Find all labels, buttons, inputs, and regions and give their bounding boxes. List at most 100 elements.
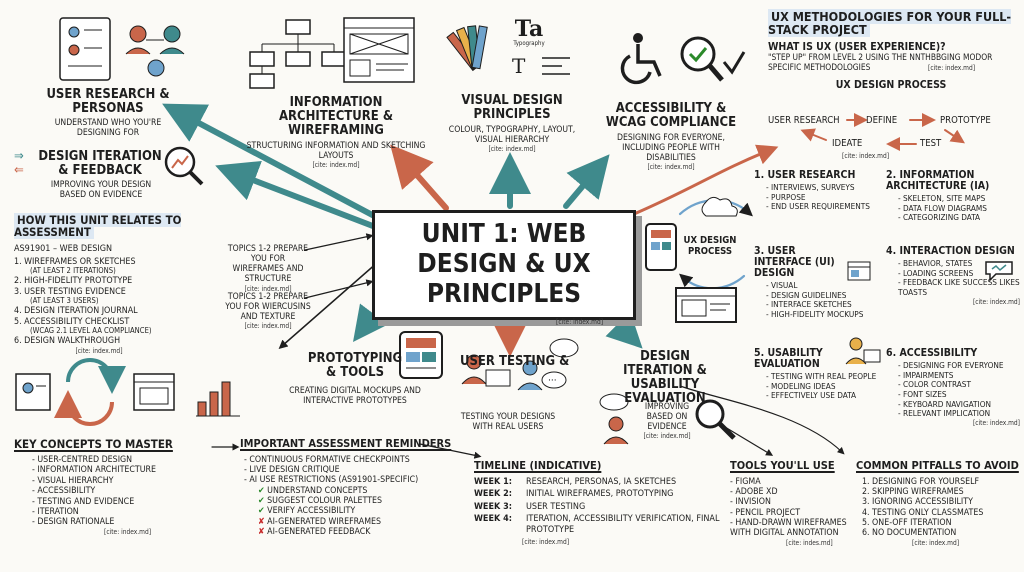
ai-allowed-item: ✔ UNDERSTAND CONCEPTS xyxy=(258,486,476,496)
visual-design-node: VISUAL DESIGN PRINCIPLES COLOUR, TYPOGRA… xyxy=(444,93,580,154)
tools-section: TOOLS YOU'LL USE FIGMAADOBE XDINVISIONPE… xyxy=(730,460,856,547)
check-icon: ✔ xyxy=(258,496,265,507)
user-research-text: UNDERSTAND WHO YOU'RE DESIGNING FOR xyxy=(54,118,162,139)
method-items: TESTING WITH REAL PEOPLEMODELING IDEASEF… xyxy=(766,371,884,401)
process-cite: [cite: index.md] xyxy=(842,152,890,160)
pitfall-item: 1. DESIGNING FOR YOURSELF xyxy=(862,476,980,487)
ia-title: INFORMATION ARCHITECTURE & WIREFRAMING xyxy=(278,95,394,139)
method-card: 2. INFORMATION ARCHITECTURE (IA)SKELETON… xyxy=(886,169,1020,223)
process-step-test: TEST xyxy=(920,138,942,149)
person-laptop-icon xyxy=(845,337,881,365)
topics-note-2: TOPICS 1-2 PREPARE YOU FOR WIERCUSINS AN… xyxy=(222,292,314,330)
arrow-to-iteration-feedback xyxy=(215,160,381,231)
reminders-section: IMPORTANT ASSESSMENT REMINDERS CONTINUOU… xyxy=(240,438,476,538)
visual-title: VISUAL DESIGN PRINCIPLES xyxy=(461,93,563,123)
assessment-item: 1. WIREFRAMES OR SKETCHES xyxy=(14,256,136,267)
prototyping-node: PROTOTYPING & TOOLS CREATING DIGITAL MOC… xyxy=(268,351,442,407)
pitfalls-title: COMMON PITFALLS TO AVOID xyxy=(856,459,1019,472)
method-item: IMPAIRMENTS xyxy=(898,370,1020,381)
method-item: DESIGNING FOR EVERYONE xyxy=(898,360,1020,371)
ia-cite: [cite: index.md] xyxy=(312,161,360,170)
key-concept-item: INFORMATION ARCHITECTURE xyxy=(32,465,214,475)
method-item: INTERVIEWS, SURVEYS xyxy=(766,182,884,193)
user-testing-title: USER TESTING & xyxy=(460,354,570,369)
align-icon xyxy=(542,57,570,75)
timeline-cite: [cite: index.md] xyxy=(522,537,570,546)
method-item: DATA FLOW DIAGRAMS xyxy=(898,203,1020,214)
method-title: 1. USER RESEARCH xyxy=(754,169,856,181)
ai-allowed-text: SUGGEST COLOUR PALETTES xyxy=(267,496,383,507)
cross-icon: ✘ xyxy=(258,527,265,538)
week-label: WEEK 3: xyxy=(474,501,512,512)
assessment-item-note: (WCAG 2.1 LEVEL AA COMPLIANCE) xyxy=(30,326,152,336)
method-item: BEHAVIOR, STATES xyxy=(898,258,1020,269)
pitfall-item: 5. ONE-OFF ITERATION xyxy=(862,518,952,529)
text-tool-icon: T xyxy=(512,54,526,78)
arrow-to-ux-methods xyxy=(632,144,779,216)
iteration-eval-text: IMPROVING BASED ON EVIDENCE xyxy=(644,402,690,433)
key-concepts-cite: [cite: index.md] xyxy=(104,527,152,536)
arrow-to-tools xyxy=(679,385,845,455)
assessment-item-note: (AT LEAST 3 USERS) xyxy=(30,296,99,306)
method-items: BEHAVIOR, STATESLOADING SCREENSFEEDBACK … xyxy=(898,258,1020,298)
ai-allowed-item: ✔ VERIFY ACCESSIBILITY xyxy=(258,506,476,516)
color-swatch-icon xyxy=(446,25,488,72)
center-title-box: UNIT 1: WEB DESIGN & UX PRINCIPLES xyxy=(372,210,636,320)
tools-title: TOOLS YOU'LL USE xyxy=(730,459,835,472)
cross-icon: ✘ xyxy=(258,516,265,527)
assessment-item: 6. DESIGN WALKTHROUGH xyxy=(14,336,121,347)
method-title: 6. ACCESSIBILITY xyxy=(886,347,978,359)
prototyping-text: CREATING DIGITAL MOCKUPS AND INTERACTIVE… xyxy=(289,386,421,407)
iteration-eval-body: IMPROVING BASED ON EVIDENCE [cite: index… xyxy=(636,402,698,440)
tool-item: FIGMA xyxy=(730,477,856,487)
week-text: RESEARCH, PERSONAS, IA SKETCHES xyxy=(526,476,677,487)
process-step-prototype: PROTOTYPE xyxy=(940,115,991,126)
method-item: CATEGORIZING DATA xyxy=(898,213,1020,223)
method-item: LOADING SCREENS xyxy=(898,268,1020,279)
week-label: WEEK 1: xyxy=(474,476,512,487)
method-item: END USER REQUIREMENTS xyxy=(766,202,884,212)
method-card: 1. USER RESEARCHINTERVIEWS, SURVEYSPURPO… xyxy=(754,169,884,212)
tool-item: INVISION xyxy=(730,497,856,507)
tablet-prototype-icon xyxy=(399,331,443,379)
assessment-list: 1. WIREFRAMES OR SKETCHES(AT LEAST 2 ITE… xyxy=(14,257,244,347)
week-label: WEEK 2: xyxy=(474,489,512,500)
week-label: WEEK 4: xyxy=(474,514,512,525)
ai-use-list: ✔ UNDERSTAND CONCEPTS✔ SUGGEST COLOUR PA… xyxy=(258,486,476,538)
ux-methods-desc: "STEP UP" FROM LEVEL 2 USING THE NNTHBBG… xyxy=(768,52,993,73)
iteration-feedback-text: IMPROVING YOUR DESIGN BASED ON EVIDENCE xyxy=(50,180,152,201)
ai-allowed-text: VERIFY ACCESSIBILITY xyxy=(267,506,356,517)
iteration-eval-cite: [cite: index.md] xyxy=(643,432,691,441)
arrow-to-assessment xyxy=(278,261,379,349)
timeline-week: WEEK 1: RESEARCH, PERSONAS, IA SKETCHES xyxy=(474,477,724,488)
key-concept-item: ITERATION xyxy=(32,507,214,517)
user-research-title: USER RESEARCH & PERSONAS xyxy=(46,87,170,117)
ai-allowed-item: ✔ SUGGEST COLOUR PALETTES xyxy=(258,496,476,506)
reminders-title: IMPORTANT ASSESSMENT REMINDERS xyxy=(240,437,452,450)
method-card: 4. INTERACTION DESIGNBEHAVIOR, STATESLOA… xyxy=(886,245,1020,305)
assessment-section: HOW THIS UNIT RELATES TO ASSESSMENT AS91… xyxy=(14,213,244,355)
key-concept-item: USER-CENTRED DESIGN xyxy=(32,455,214,465)
accessibility-node: ACCESSIBILITY & WCAG COMPLIANCE DESIGNIN… xyxy=(604,101,738,171)
typography-label: Typography xyxy=(513,40,545,47)
ai-denied-text: AI-GENERATED FEEDBACK xyxy=(267,527,371,538)
user-testing-text: TESTING YOUR DESIGNS WITH REAL USERS xyxy=(460,412,556,433)
sitemap-icon xyxy=(249,19,347,89)
iteration-eval-title: DESIGN ITERATION & USABILITY EVALUATION xyxy=(623,349,707,407)
method-card: 5. USABILITY EVALUATIONTESTING WITH REAL… xyxy=(754,347,884,401)
method-card: 6. ACCESSIBILITYDESIGNING FOR EVERYONEIM… xyxy=(886,347,1020,427)
topics-note-2-cite: [cite: index.md] xyxy=(244,322,292,331)
reminders-list: CONTINUOUS FORMATIVE CHECKPOINTSLIVE DES… xyxy=(244,455,476,486)
arrow-to-iteration-eval xyxy=(605,311,643,349)
arrow-to-ia xyxy=(390,144,449,211)
arrow-topics-1 xyxy=(304,233,374,251)
design-iteration-feedback-node: ⇒⇐ DESIGN ITERATION & FEEDBACK IMPROVING… xyxy=(14,149,164,201)
topics-note-2-text: TOPICS 1-2 PREPARE YOU FOR WIERCUSINS AN… xyxy=(225,292,311,323)
method-title: 3. USER INTERFACE (UI) DESIGN xyxy=(754,245,835,280)
topics-note-1-cite: [cite: index.md] xyxy=(244,284,292,293)
assessment-item-note: (AT LEAST 2 ITERATIONS) xyxy=(30,266,116,276)
week-text: INITIAL WIREFRAMES, PROTOTYPING xyxy=(526,489,674,500)
method-title: 2. INFORMATION ARCHITECTURE (IA) xyxy=(886,169,990,193)
ai-allowed-text: UNDERSTAND CONCEPTS xyxy=(267,485,368,496)
visual-cite: [cite: index.md] xyxy=(488,145,536,154)
